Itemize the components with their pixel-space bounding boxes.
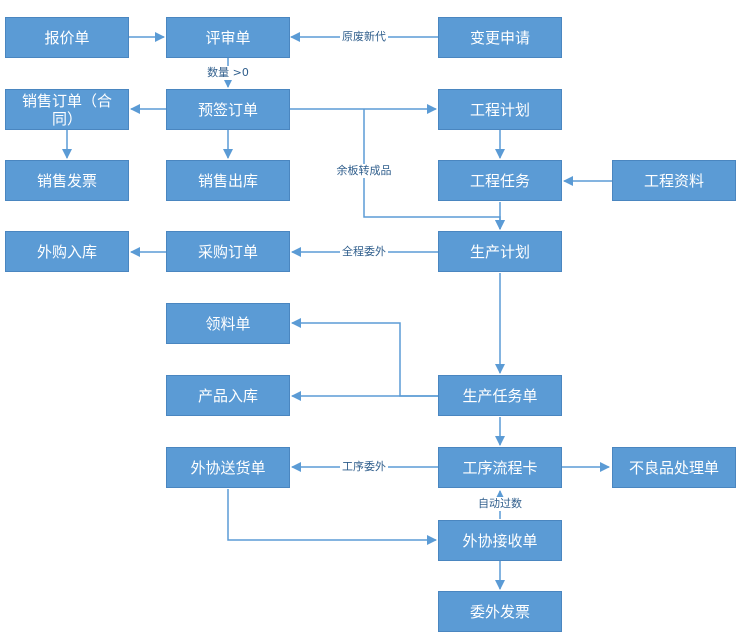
node-project-plan-label: 工程计划 — [469, 100, 530, 119]
edge-label-process-outsource: 工序委外 — [340, 460, 388, 474]
edge-label-surplus: 余板转成品 — [334, 164, 394, 178]
node-outsource-inbound-label: 外购入库 — [36, 242, 97, 261]
node-purchase-order-label: 采购订单 — [197, 242, 258, 261]
edge-delivery-receipt — [227, 489, 437, 545]
node-sales-order[interactable]: 销售订单（合同） — [5, 89, 129, 130]
edge-label-change-review: 原废新代 — [340, 30, 388, 44]
node-outsource-inbound[interactable]: 外购入库 — [5, 231, 129, 272]
node-defect-handling[interactable]: 不良品处理单 — [612, 447, 736, 488]
node-subcontract-invoice-label: 委外发票 — [469, 602, 530, 621]
edge-label-full-outsource: 全程委外 — [340, 245, 388, 259]
node-process-card-label: 工序流程卡 — [462, 458, 538, 477]
node-review-label: 评审单 — [205, 28, 251, 47]
node-quote-label: 报价单 — [44, 28, 90, 47]
node-product-inbound[interactable]: 产品入库 — [166, 375, 290, 416]
node-project-material[interactable]: 工程资料 — [612, 160, 736, 201]
node-outsource-receipt[interactable]: 外协接收单 — [438, 520, 562, 561]
node-project-task-label: 工程任务 — [469, 171, 530, 190]
node-product-inbound-label: 产品入库 — [197, 386, 258, 405]
node-production-task[interactable]: 生产任务单 — [438, 375, 562, 416]
node-sales-order-label: 销售订单（合同） — [21, 91, 112, 128]
edge-label-quantity: 数量 >0 — [205, 66, 251, 80]
node-production-task-label: 生产任务单 — [462, 386, 538, 405]
node-change-request-label: 变更申请 — [469, 28, 530, 47]
node-process-card[interactable]: 工序流程卡 — [438, 447, 562, 488]
node-change-request[interactable]: 变更申请 — [438, 17, 562, 58]
node-sales-outbound-label: 销售出库 — [197, 171, 258, 190]
node-presign-order[interactable]: 预签订单 — [166, 89, 290, 130]
node-project-material-label: 工程资料 — [643, 171, 704, 190]
node-sales-outbound[interactable]: 销售出库 — [166, 160, 290, 201]
node-production-plan[interactable]: 生产计划 — [438, 231, 562, 272]
node-outsource-receipt-label: 外协接收单 — [462, 531, 538, 550]
node-purchase-order[interactable]: 采购订单 — [166, 231, 290, 272]
node-outsource-delivery[interactable]: 外协送货单 — [166, 447, 290, 488]
node-production-plan-label: 生产计划 — [469, 242, 530, 261]
edge-label-auto-count: 自动过数 — [476, 497, 524, 511]
node-sales-invoice-label: 销售发票 — [36, 171, 97, 190]
node-project-task[interactable]: 工程任务 — [438, 160, 562, 201]
node-picking-list[interactable]: 领料单 — [166, 303, 290, 344]
node-presign-order-label: 预签订单 — [197, 100, 258, 119]
node-project-plan[interactable]: 工程计划 — [438, 89, 562, 130]
node-outsource-delivery-label: 外协送货单 — [190, 458, 266, 477]
node-review[interactable]: 评审单 — [166, 17, 290, 58]
node-sales-invoice[interactable]: 销售发票 — [5, 160, 129, 201]
edge-productiontask-picking — [291, 318, 438, 397]
node-picking-list-label: 领料单 — [205, 314, 251, 333]
node-defect-handling-label: 不良品处理单 — [628, 458, 719, 477]
node-quote[interactable]: 报价单 — [5, 17, 129, 58]
node-subcontract-invoice[interactable]: 委外发票 — [438, 591, 562, 632]
